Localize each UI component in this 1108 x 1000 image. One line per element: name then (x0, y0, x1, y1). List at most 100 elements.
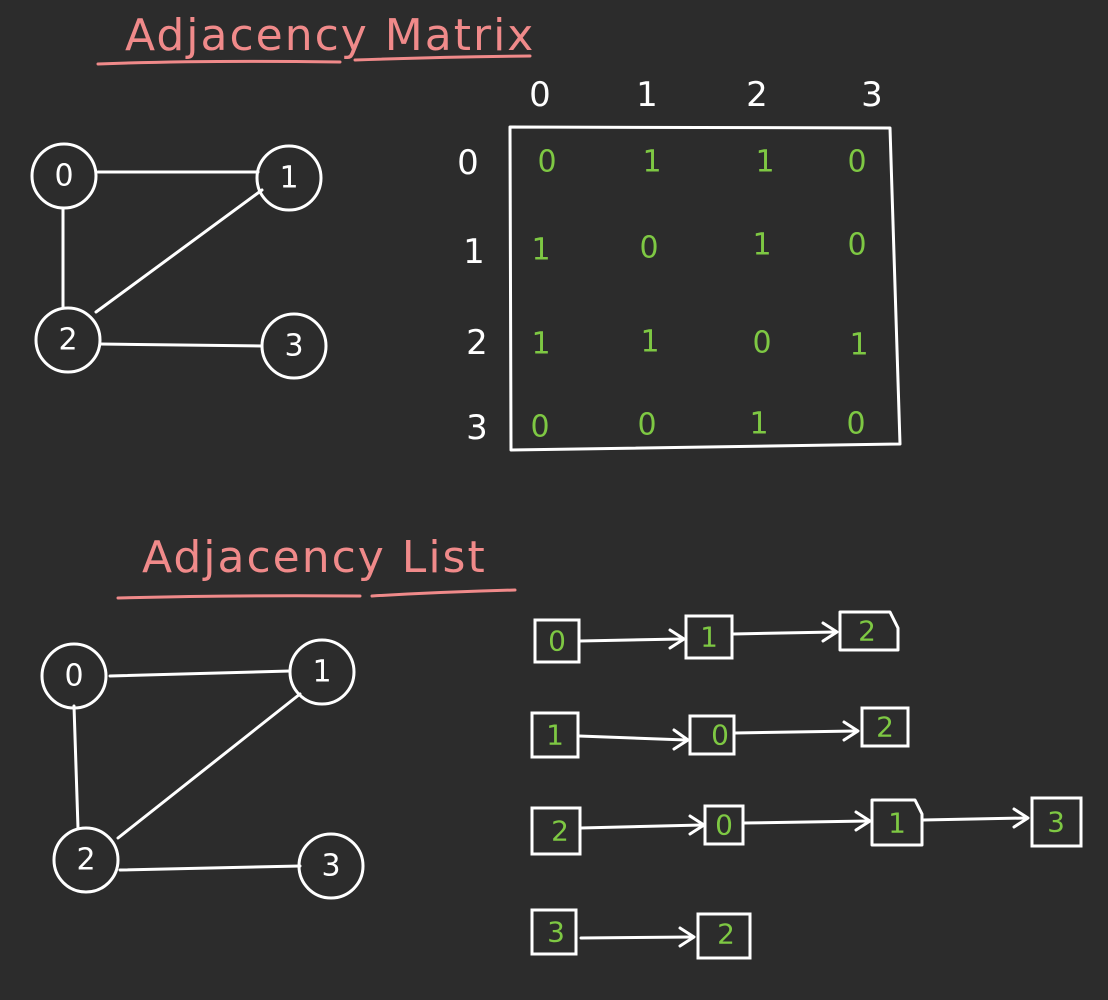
matrix-graph: 0 1 2 3 (30, 142, 328, 380)
arrow-head (672, 728, 690, 751)
adjacency-matrix: 0 1 2 3 0 1 2 3 0 1 1 0 1 0 1 0 1 1 0 1 … (457, 75, 902, 452)
matrix-row-header: 0 (457, 143, 479, 183)
matrix-cell: 0 (639, 231, 658, 266)
matrix-row-header: 2 (466, 323, 488, 363)
graph-node (288, 638, 356, 706)
graph-node (40, 642, 108, 710)
list-node-value: 0 (711, 719, 729, 752)
matrix-cell: 1 (531, 233, 550, 268)
graph-node-label: 1 (312, 655, 331, 690)
matrix-section: Adjacency Matrix 0 1 2 3 0 1 2 3 0 1 (30, 10, 902, 452)
list-node-box (870, 798, 924, 847)
graph-node-label: 0 (64, 659, 83, 694)
list-head-value: 2 (551, 815, 569, 848)
matrix-cell: 0 (847, 228, 866, 263)
link-arrow (731, 630, 837, 636)
link-arrow (579, 823, 704, 830)
graph-edge (108, 669, 292, 678)
matrix-cell: 1 (752, 228, 771, 263)
graph-node-label: 3 (284, 329, 303, 364)
list-head-box (530, 908, 578, 956)
matrix-cell: 1 (640, 325, 659, 360)
list-head-value: 0 (548, 625, 566, 658)
matrix-title: Adjacency Matrix (125, 10, 535, 61)
matrix-title-underline (96, 54, 532, 66)
matrix-column-header: 1 (636, 75, 658, 115)
list-graph: 0 1 2 3 (40, 638, 365, 900)
list-row: 2 0 1 3 (530, 796, 1083, 856)
matrix-cell: 1 (849, 328, 868, 363)
matrix-cell: 0 (846, 407, 865, 442)
graph-edge (94, 188, 264, 314)
matrix-row-header: 1 (463, 232, 485, 272)
link-arrow (578, 637, 684, 643)
graph-node-label: 0 (54, 159, 73, 194)
graph-node (297, 832, 365, 900)
graph-node (34, 306, 102, 374)
list-node-value: 1 (700, 621, 718, 654)
matrix-cell: 0 (530, 410, 549, 445)
arrow-head (842, 720, 860, 742)
graph-edge (98, 342, 264, 348)
matrix-cell: 1 (749, 407, 768, 442)
arrow-head (678, 926, 696, 948)
list-node-value: 1 (888, 807, 906, 840)
matrix-cell: 0 (537, 145, 556, 180)
matrix-column-header: 0 (529, 75, 551, 115)
matrix-cell: 0 (847, 145, 866, 180)
matrix-column-header: 3 (861, 75, 883, 115)
list-node-box (688, 714, 736, 756)
graph-edge (118, 864, 302, 872)
link-arrow (579, 935, 694, 940)
list-node-box (684, 614, 734, 660)
graph-node (52, 826, 120, 894)
link-arrow (921, 816, 1028, 822)
list-node-box (703, 804, 745, 846)
list-node-value: 2 (876, 711, 894, 744)
list-node-value: 2 (717, 918, 735, 951)
graph-node (255, 144, 323, 212)
matrix-cell: 0 (637, 408, 656, 443)
list-node-box (696, 912, 752, 960)
list-node-value: 2 (858, 615, 876, 648)
matrix-cell: 1 (755, 145, 774, 180)
arrow-head (1012, 807, 1030, 829)
arrow-head (668, 628, 686, 650)
list-node-box (1030, 796, 1083, 848)
list-node-value: 0 (715, 809, 733, 842)
list-head-value: 1 (546, 719, 564, 752)
link-arrow (733, 729, 858, 735)
graph-node (30, 142, 98, 210)
list-node-value: 3 (1047, 806, 1065, 839)
matrix-column-header: 2 (746, 75, 768, 115)
graph-node-label: 2 (76, 843, 95, 878)
arrow-head (854, 810, 872, 832)
list-node-box (860, 706, 910, 748)
graph-edge (116, 692, 302, 840)
matrix-border (508, 125, 902, 452)
arrow-head (821, 621, 839, 643)
list-row: 1 0 2 (530, 706, 910, 759)
graph-node-label: 2 (58, 323, 77, 358)
matrix-row-header: 3 (466, 408, 488, 448)
graph-edge (72, 704, 80, 830)
link-arrow (577, 734, 688, 742)
graph-node-label: 3 (321, 849, 340, 884)
link-arrow (742, 819, 870, 825)
list-row: 3 2 (530, 908, 752, 960)
graph-node-label: 1 (279, 161, 298, 196)
list-row: 0 1 2 (533, 610, 900, 664)
list-title-underline (116, 588, 517, 600)
list-head-box (530, 806, 582, 856)
adjacency-lists: 0 1 2 1 0 2 (530, 610, 1083, 960)
list-section: Adjacency List 0 1 2 3 0 (40, 532, 1083, 960)
list-node-box (838, 610, 900, 652)
matrix-cell: 1 (531, 327, 550, 362)
matrix-cell: 1 (642, 145, 661, 180)
matrix-cell: 0 (752, 326, 771, 361)
graph-node (260, 312, 328, 380)
list-head-value: 3 (547, 916, 565, 949)
list-title: Adjacency List (142, 532, 487, 583)
